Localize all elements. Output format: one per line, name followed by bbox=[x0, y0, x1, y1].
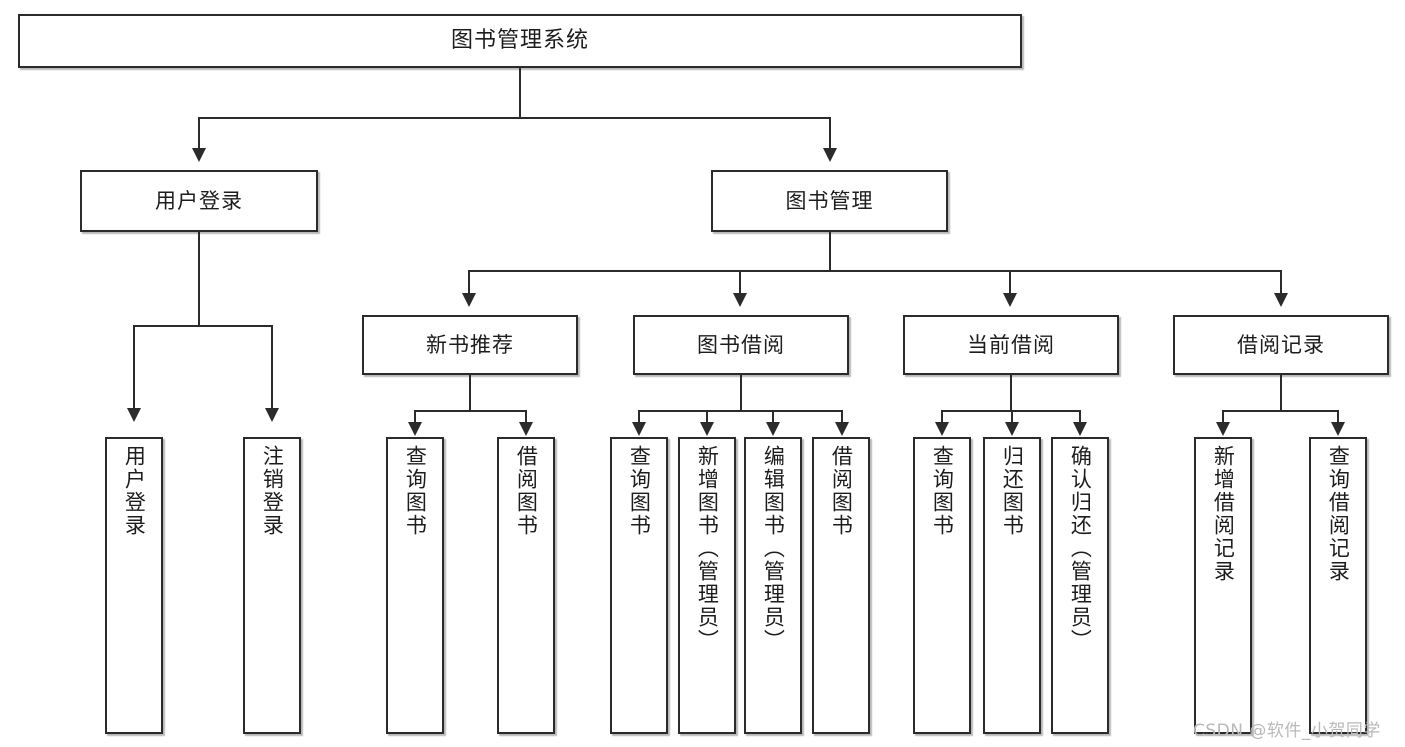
leaf-borrow-book[interactable]: 借阅图书 bbox=[812, 437, 870, 734]
arrowhead-borrow-record-to-leaf-1 bbox=[1216, 422, 1230, 436]
arrowhead-book-borrow-to-leaf-4 bbox=[835, 422, 849, 436]
node-label: 图书借阅 bbox=[697, 332, 785, 357]
arrowhead-borrow-record-to-leaf-2 bbox=[1331, 422, 1345, 436]
connector-book-mgmt-to-book-borrow bbox=[739, 270, 741, 294]
connector-current-borrow-to-leaf-1 bbox=[941, 410, 943, 423]
node-label: 查询借阅记录 bbox=[1326, 445, 1351, 583]
arrowhead-current-borrow-to-leaf-1 bbox=[935, 422, 949, 436]
connector-book-mgmt-stem bbox=[829, 232, 831, 271]
arrowhead-book-mgmt-to-book-borrow bbox=[733, 293, 747, 307]
connector-book-borrow-bus bbox=[638, 410, 843, 412]
connector-book-borrow-to-leaf-4 bbox=[841, 410, 843, 423]
node-label: 当前借阅 bbox=[967, 332, 1055, 357]
connector-book-borrow-to-leaf-1 bbox=[638, 410, 640, 423]
connector-user-login-stem bbox=[198, 232, 200, 326]
connector-user-login-to-leaf-2 bbox=[271, 325, 273, 409]
leaf-query-book-current[interactable]: 查询图书 bbox=[913, 437, 971, 734]
node-label: 新增图书（管理员） bbox=[695, 445, 720, 652]
node-book-management[interactable]: 图书管理 bbox=[711, 170, 948, 232]
arrowhead-root-to-user-login bbox=[192, 148, 206, 162]
node-label: 借阅记录 bbox=[1237, 332, 1325, 357]
connector-book-borrow-to-leaf-2 bbox=[706, 410, 708, 423]
node-label: 图书管理 bbox=[785, 188, 874, 213]
connector-book-mgmt-bus bbox=[468, 270, 1282, 272]
arrowhead-book-borrow-to-leaf-2 bbox=[700, 422, 714, 436]
arrowhead-root-to-book-mgmt bbox=[823, 148, 837, 162]
arrowhead-current-borrow-to-leaf-2 bbox=[1005, 422, 1019, 436]
leaf-borrow-book-recommend[interactable]: 借阅图书 bbox=[497, 437, 555, 734]
connector-book-borrow-stem bbox=[740, 375, 742, 411]
arrowhead-book-borrow-to-leaf-1 bbox=[632, 422, 646, 436]
node-label: 用户登录 bbox=[122, 445, 147, 537]
node-label: 新增借阅记录 bbox=[1211, 445, 1236, 583]
connector-root-to-book-mgmt bbox=[829, 117, 831, 149]
connector-new-book-stem bbox=[469, 375, 471, 411]
arrowhead-current-borrow-to-leaf-3 bbox=[1073, 422, 1087, 436]
connector-current-borrow-to-leaf-3 bbox=[1079, 410, 1081, 423]
arrowhead-book-mgmt-to-new-book bbox=[462, 293, 476, 307]
connector-current-borrow-stem bbox=[1010, 375, 1012, 411]
node-root-system[interactable]: 图书管理系统 bbox=[18, 14, 1022, 68]
arrowhead-new-book-to-leaf-1 bbox=[408, 422, 422, 436]
connector-user-login-bus bbox=[133, 325, 273, 327]
watermark-text: CSDN @软件_小贺同学 bbox=[1193, 721, 1381, 741]
node-label: 借阅图书 bbox=[829, 445, 854, 537]
node-book-borrow[interactable]: 图书借阅 bbox=[633, 315, 849, 375]
connector-borrow-record-bus bbox=[1222, 410, 1339, 412]
node-label: 查询图书 bbox=[627, 445, 652, 537]
node-label: 新书推荐 bbox=[426, 332, 514, 357]
node-label: 查询图书 bbox=[403, 445, 428, 537]
node-label: 借阅图书 bbox=[514, 445, 539, 537]
leaf-query-book-borrow[interactable]: 查询图书 bbox=[610, 437, 668, 734]
leaf-edit-book-admin[interactable]: 编辑图书（管理员） bbox=[744, 437, 802, 734]
arrowhead-book-mgmt-to-borrow-record bbox=[1274, 293, 1288, 307]
leaf-add-borrow-record[interactable]: 新增借阅记录 bbox=[1194, 437, 1252, 734]
leaf-logout[interactable]: 注销登录 bbox=[243, 437, 301, 734]
node-borrow-record[interactable]: 借阅记录 bbox=[1173, 315, 1389, 375]
node-label: 用户登录 bbox=[155, 188, 243, 213]
leaf-return-book[interactable]: 归还图书 bbox=[983, 437, 1041, 734]
connector-new-book-bus bbox=[414, 410, 527, 412]
node-label: 图书管理系统 bbox=[450, 28, 589, 54]
node-label: 编辑图书（管理员） bbox=[761, 445, 786, 652]
connector-root-to-user-login bbox=[198, 117, 200, 149]
arrowhead-book-mgmt-to-current-borrow bbox=[1003, 293, 1017, 307]
leaf-user-login[interactable]: 用户登录 bbox=[105, 437, 163, 734]
arrowhead-book-borrow-to-leaf-3 bbox=[766, 422, 780, 436]
arrowhead-user-login-to-leaf-2 bbox=[265, 408, 279, 422]
connector-current-borrow-to-leaf-2 bbox=[1011, 410, 1013, 423]
connector-user-login-to-leaf-1 bbox=[133, 325, 135, 409]
node-label: 查询图书 bbox=[930, 445, 955, 537]
connector-root-bus bbox=[198, 117, 831, 119]
node-label: 确认归还（管理员） bbox=[1068, 445, 1093, 652]
node-user-login[interactable]: 用户登录 bbox=[80, 170, 318, 232]
connector-book-borrow-to-leaf-3 bbox=[772, 410, 774, 423]
node-current-borrow[interactable]: 当前借阅 bbox=[903, 315, 1119, 375]
connector-borrow-record-to-leaf-1 bbox=[1222, 410, 1224, 423]
connector-book-mgmt-to-current-borrow bbox=[1009, 270, 1011, 294]
connector-borrow-record-stem bbox=[1280, 375, 1282, 411]
connector-new-book-to-leaf-2 bbox=[525, 410, 527, 423]
connector-new-book-to-leaf-1 bbox=[414, 410, 416, 423]
connector-book-mgmt-to-new-book bbox=[468, 270, 470, 294]
leaf-add-book-admin[interactable]: 新增图书（管理员） bbox=[678, 437, 736, 734]
connector-borrow-record-to-leaf-2 bbox=[1337, 410, 1339, 423]
leaf-query-borrow-record[interactable]: 查询借阅记录 bbox=[1309, 437, 1367, 734]
arrowhead-new-book-to-leaf-2 bbox=[519, 422, 533, 436]
arrowhead-user-login-to-leaf-1 bbox=[127, 408, 141, 422]
node-label: 归还图书 bbox=[1000, 445, 1025, 537]
node-new-book-recommend[interactable]: 新书推荐 bbox=[362, 315, 578, 375]
leaf-query-book-recommend[interactable]: 查询图书 bbox=[386, 437, 444, 734]
connector-book-mgmt-to-borrow-record bbox=[1280, 270, 1282, 294]
connector-root-stem bbox=[519, 68, 521, 118]
leaf-confirm-return-admin[interactable]: 确认归还（管理员） bbox=[1051, 437, 1109, 734]
node-label: 注销登录 bbox=[260, 445, 285, 537]
